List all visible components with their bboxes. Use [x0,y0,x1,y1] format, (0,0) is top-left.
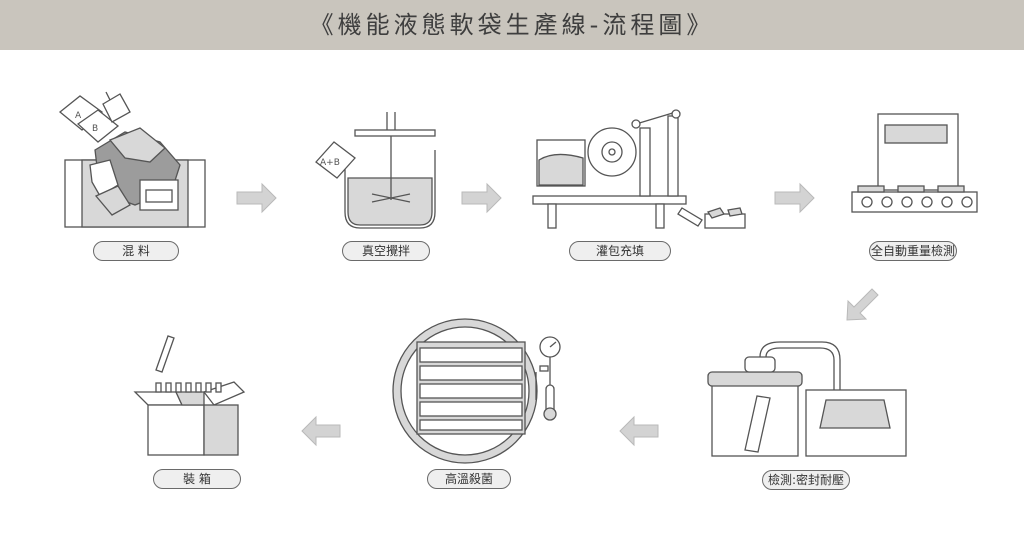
page-title: 《機能液態軟袋生產線-流程圖》 [309,11,715,39]
arrow-right-icon [774,182,815,214]
ingredient-a-text: A [75,111,82,121]
arrow-left-icon [301,415,341,447]
mixing-illustration: A B [58,91,206,228]
boxing-illustration [133,335,246,456]
step-label-filling: 灌包充填 [569,241,671,261]
step-label-boxing: 裝 箱 [153,469,241,489]
step-label-sterilization: 高溫殺菌 [427,469,511,489]
ingredient-b-text: B [92,124,98,134]
weight-check-illustration [851,113,978,213]
step-label-seal-test: 檢測:密封耐壓 [762,470,850,490]
title-bar [0,0,1024,50]
arrow-down-left-icon [846,288,879,321]
vacuum-mixer-illustration: A+B [315,112,436,229]
step-label-mixing: 混 料 [93,241,179,261]
sterilizer-illustration [392,318,561,464]
arrow-right-icon [461,182,502,214]
arrow-left-icon [619,415,659,447]
filling-machine-illustration [532,109,746,229]
step-label-vacuum-stirring: 真空攪拌 [342,241,430,261]
arrow-right-icon [236,182,277,214]
mixed-ingredient-text: A+B [320,158,340,168]
seal-test-illustration [707,341,907,457]
step-label-weight-check: 全自動重量檢測 [869,241,957,261]
